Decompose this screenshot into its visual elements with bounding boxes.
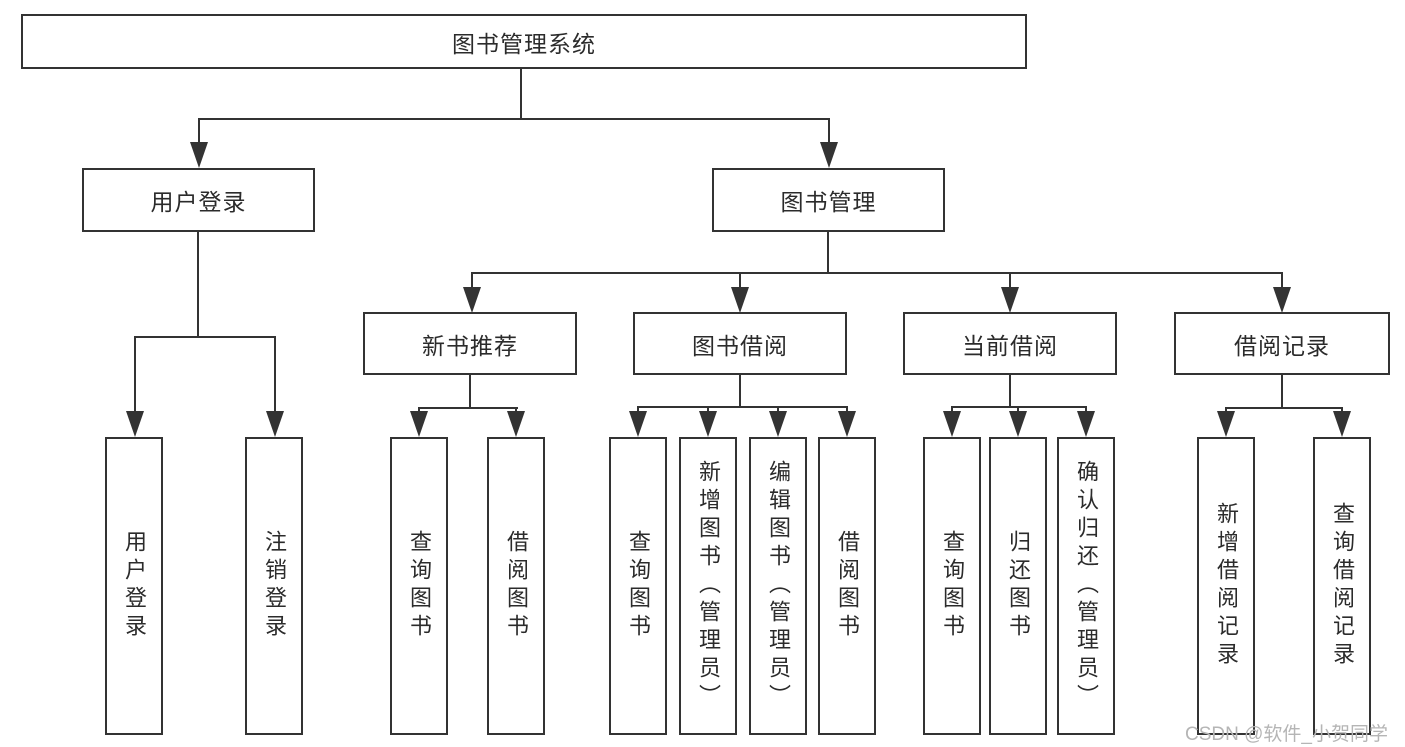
connector-drop-login <box>134 336 136 413</box>
connector-user-login-bar <box>134 336 276 338</box>
arrow-down-icon <box>126 411 144 437</box>
connector-drop <box>1341 407 1343 413</box>
arrow-down-icon <box>769 411 787 437</box>
connector-drop-current-borrow <box>1009 272 1011 289</box>
connector-drop <box>418 407 420 413</box>
connector-drop-logout <box>274 336 276 413</box>
connector-drop-new-books <box>471 272 473 289</box>
connector-current-borrow-stem <box>1009 375 1011 406</box>
arrow-down-icon <box>699 411 717 437</box>
node-leaf-borrow-books-recommend: 借阅图书 <box>487 437 545 735</box>
connector-drop-user-login <box>198 118 200 144</box>
node-new-book-recommend: 新书推荐 <box>363 312 577 375</box>
connector-book-borrow-bar <box>637 406 848 408</box>
node-leaf-add-borrow-record: 新增借阅记录 <box>1197 437 1255 735</box>
arrow-down-icon <box>266 411 284 437</box>
connector-drop <box>1225 407 1227 413</box>
connector-drop <box>637 406 639 413</box>
arrow-down-icon <box>1273 287 1291 313</box>
arrow-down-icon <box>463 287 481 313</box>
connector-book-borrow-stem <box>739 375 741 406</box>
arrow-down-icon <box>838 411 856 437</box>
arrow-down-icon <box>943 411 961 437</box>
node-leaf-query-borrow-record: 查询借阅记录 <box>1313 437 1371 735</box>
node-leaf-query-books-borrow: 查询图书 <box>609 437 667 735</box>
connector-book-mgmt-stem <box>827 232 829 272</box>
node-book-borrow: 图书借阅 <box>633 312 847 375</box>
connector-drop-borrow-records <box>1281 272 1283 289</box>
arrow-down-icon <box>190 142 208 168</box>
connector-drop <box>1085 406 1087 413</box>
node-borrow-records: 借阅记录 <box>1174 312 1390 375</box>
connector-new-books-bar <box>418 407 518 409</box>
arrow-down-icon <box>1217 411 1235 437</box>
connector-root-stem <box>520 69 522 118</box>
connector-level1-bar <box>198 118 830 120</box>
node-user-login: 用户登录 <box>82 168 315 232</box>
arrow-down-icon <box>1333 411 1351 437</box>
arrow-down-icon <box>629 411 647 437</box>
node-leaf-logout: 注销登录 <box>245 437 303 735</box>
node-book-management: 图书管理 <box>712 168 945 232</box>
connector-drop-book-mgmt <box>828 118 830 144</box>
node-root-system: 图书管理系统 <box>21 14 1027 69</box>
arrow-down-icon <box>507 411 525 437</box>
arrow-down-icon <box>820 142 838 168</box>
connector-drop-book-borrow <box>739 272 741 289</box>
connector-drop <box>846 406 848 413</box>
node-leaf-edit-books-admin: 编辑图书（管理员） <box>749 437 807 735</box>
arrow-down-icon <box>410 411 428 437</box>
arrow-down-icon <box>731 287 749 313</box>
arrow-down-icon <box>1009 411 1027 437</box>
node-current-borrow: 当前借阅 <box>903 312 1117 375</box>
connector-level2-bar <box>471 272 1283 274</box>
node-leaf-query-books-recommend: 查询图书 <box>390 437 448 735</box>
connector-new-books-stem <box>469 375 471 407</box>
csdn-watermark: CSDN @软件_小贺同学 <box>1185 724 1388 745</box>
node-leaf-borrow-books: 借阅图书 <box>818 437 876 735</box>
arrow-down-icon <box>1077 411 1095 437</box>
node-leaf-add-books-admin: 新增图书（管理员） <box>679 437 737 735</box>
node-leaf-return-books: 归还图书 <box>989 437 1047 735</box>
node-leaf-confirm-return-admin: 确认归还（管理员） <box>1057 437 1115 735</box>
connector-user-login-stem <box>197 232 199 336</box>
connector-drop <box>515 407 517 413</box>
connector-drop <box>1017 406 1019 413</box>
node-leaf-query-books-current: 查询图书 <box>923 437 981 735</box>
node-leaf-user-login: 用户登录 <box>105 437 163 735</box>
connector-borrow-records-stem <box>1281 375 1283 407</box>
connector-drop <box>707 406 709 413</box>
connector-borrow-records-bar <box>1225 407 1343 409</box>
connector-drop <box>777 406 779 413</box>
connector-drop <box>951 406 953 413</box>
arrow-down-icon <box>1001 287 1019 313</box>
connector-current-borrow-bar <box>951 406 1087 408</box>
